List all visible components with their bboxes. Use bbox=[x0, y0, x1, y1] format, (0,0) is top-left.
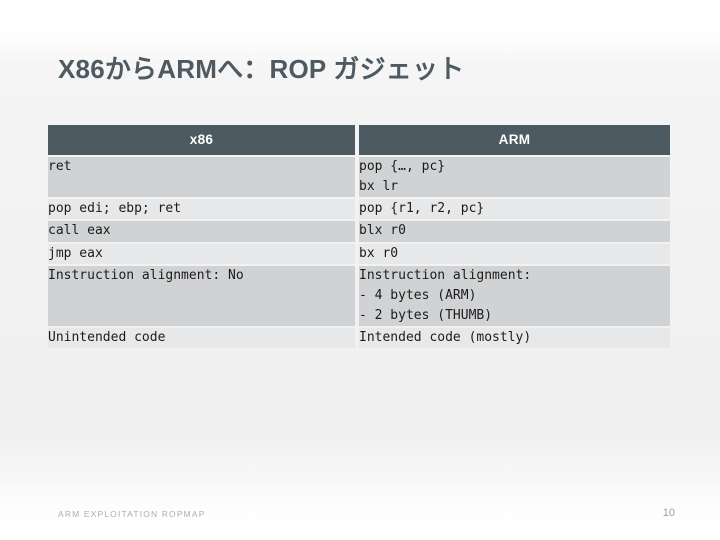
table-row: ret pop {…, pc} bx lr bbox=[48, 157, 670, 198]
table-row: jmp eax bx r0 bbox=[48, 243, 670, 264]
footer-label: ARM EXPLOITATION ROPMAP bbox=[58, 509, 206, 519]
rop-gadget-comparison-table: x86 ARM ret pop {…, pc} bx lr bbox=[48, 125, 670, 349]
cell-x86: ret bbox=[48, 157, 355, 198]
table-header-row: x86 ARM bbox=[48, 125, 670, 155]
table-row: Instruction alignment: No Instruction al… bbox=[48, 265, 670, 327]
cell-x86: call eax bbox=[48, 221, 355, 242]
cell-arm: pop {r1, r2, pc} bbox=[359, 199, 670, 220]
table-row: pop edi; ebp; ret pop {r1, r2, pc} bbox=[48, 199, 670, 220]
table-row: Unintended code Intended code (mostly) bbox=[48, 328, 670, 349]
cell-arm: Instruction alignment: - 4 bytes (ARM) -… bbox=[359, 265, 670, 327]
cell-arm: Intended code (mostly) bbox=[359, 328, 670, 349]
page-number: 10 bbox=[662, 507, 675, 519]
cell-arm: blx r0 bbox=[359, 221, 670, 242]
table-row: call eax blx r0 bbox=[48, 221, 670, 242]
column-header-arm: ARM bbox=[359, 125, 670, 155]
cell-arm: bx r0 bbox=[359, 243, 670, 264]
cell-x86: Unintended code bbox=[48, 328, 355, 349]
column-header-x86: x86 bbox=[48, 125, 355, 155]
page-title: X86からARMへ：ROP ガジェット bbox=[58, 54, 465, 84]
cell-x86: jmp eax bbox=[48, 243, 355, 264]
cell-arm: pop {…, pc} bx lr bbox=[359, 157, 670, 198]
cell-x86: Instruction alignment: No bbox=[48, 265, 355, 327]
cell-x86: pop edi; ebp; ret bbox=[48, 199, 355, 220]
